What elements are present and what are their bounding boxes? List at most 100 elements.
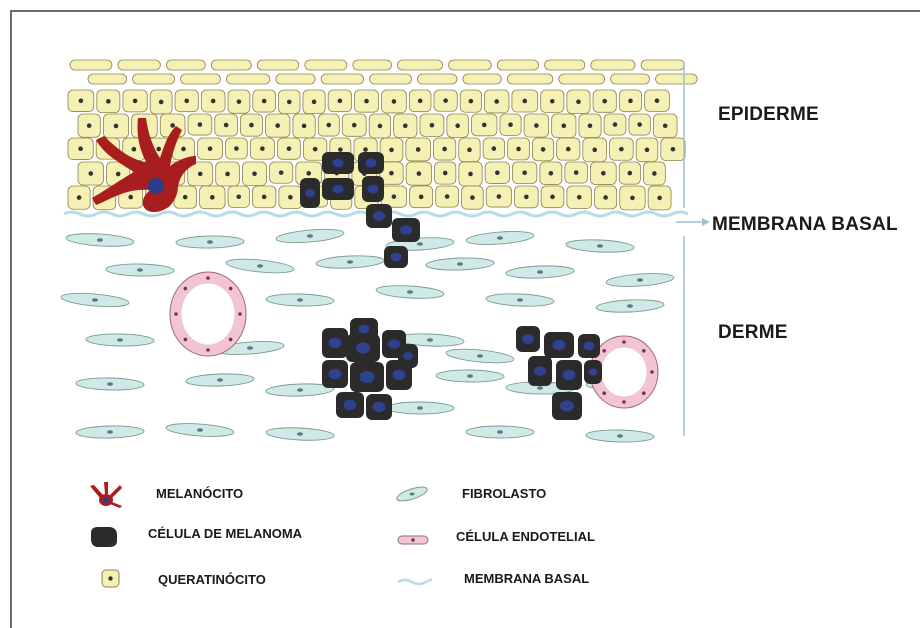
melanoma-cell-icon: [88, 524, 120, 550]
keratinocyte-flat: [591, 60, 635, 70]
fibroblast-icon: [394, 484, 430, 504]
melanoma-nucleus: [344, 400, 357, 410]
keratinocyte-nucleus: [534, 123, 539, 128]
keratinocyte-nucleus: [312, 100, 317, 105]
endothelial-nucleus: [622, 340, 626, 344]
melanoma-nucleus: [560, 400, 574, 411]
endothelial-nucleus: [229, 338, 233, 342]
keratinocyte-nucleus: [430, 123, 435, 128]
fibroblast-nucleus: [97, 238, 103, 242]
melanoma-nucleus: [400, 225, 412, 235]
keratinocyte-nucleus: [574, 170, 579, 175]
layer-brackets: [676, 62, 710, 436]
keratinocyte-nucleus: [508, 122, 513, 127]
keratinocyte-nucleus: [224, 123, 229, 128]
keratinocyte-nucleus: [132, 147, 137, 152]
endothelial-nucleus: [206, 348, 210, 352]
fibroblast-nucleus: [407, 290, 413, 294]
keratinocyte-nucleus: [87, 123, 92, 128]
keratinocyte-nucleus: [338, 147, 343, 152]
keratinocyte-nucleus: [549, 171, 554, 176]
keratinocyte-flat: [463, 74, 501, 84]
keratinocyte-flat: [166, 60, 205, 70]
keratinocyte-nucleus: [494, 99, 499, 104]
keratinocyte-nucleus: [541, 147, 546, 152]
melanoma-nucleus: [373, 402, 386, 412]
fibroblast-nucleus: [497, 430, 503, 434]
fibroblast-nucleus: [537, 270, 543, 274]
melanoma-nucleus: [388, 339, 400, 349]
endothelial-nucleus: [622, 400, 626, 404]
melanoma-nucleus: [368, 185, 379, 194]
melanoma-nucleus: [333, 159, 344, 168]
keratinocyte-nucleus: [262, 195, 267, 200]
keratinocyte-nucleus: [603, 195, 608, 200]
keratinocyte-nucleus: [416, 147, 421, 152]
keratinocyte-nucleus: [275, 123, 280, 128]
keratinocyte-nucleus: [106, 99, 111, 104]
keratinocyte-nucleus: [601, 171, 606, 176]
endothelial-nucleus: [184, 338, 188, 342]
endothelial-nucleus: [206, 276, 210, 280]
keratinocyte-nucleus: [392, 194, 397, 199]
keratinocyte-nucleus: [652, 171, 657, 176]
melanoma-nucleus: [359, 325, 370, 334]
keratinocyte-nucleus: [588, 123, 593, 128]
keratinocyte-nucleus: [495, 170, 500, 175]
fibroblast-nucleus: [297, 298, 303, 302]
melanoma-nucleus: [360, 371, 375, 383]
melanoma-nucleus: [305, 189, 315, 197]
melanoma-nucleus: [403, 352, 413, 360]
keratinocyte-nucleus: [392, 99, 397, 104]
keratinocyte-flat: [321, 74, 363, 84]
keratinocyte-nucleus: [208, 146, 213, 151]
keratinocyte-flat: [370, 74, 412, 84]
keratinocyte-flat: [641, 60, 684, 70]
keratinocyte-nucleus: [628, 171, 633, 176]
keratinocyte-nucleus: [170, 123, 175, 128]
keratinocyte-nucleus: [576, 99, 581, 104]
keratinocyte-nucleus: [181, 147, 186, 152]
melanoma-nucleus: [329, 338, 342, 348]
keratinocyte-nucleus: [338, 99, 343, 104]
keratinocyte-nucleus: [417, 171, 422, 176]
keratinocyte-nucleus: [628, 99, 633, 104]
keratinocyte-flat: [70, 60, 112, 70]
keratinocyte-flat: [507, 74, 553, 84]
keratinocyte-flat: [497, 60, 538, 70]
keratinocyte-nucleus: [566, 147, 571, 152]
fibroblast-nucleus: [107, 382, 113, 386]
keratinocyte-nucleus: [443, 98, 448, 103]
legend-fibrolasto: FIBROLASTO: [462, 486, 546, 501]
keratinocyte-flat: [398, 60, 443, 70]
keratinocyte-nucleus: [77, 195, 82, 200]
basement-membrane-icon: [396, 574, 432, 588]
keratinocyte-nucleus: [455, 123, 460, 128]
keratinocyte-nucleus: [78, 146, 83, 151]
keratinocyte-nucleus: [210, 195, 215, 200]
fibroblast-nucleus: [297, 432, 303, 436]
keratinocyte-nucleus: [657, 196, 662, 201]
keratinocyte-nucleus: [198, 172, 203, 177]
endothelial-nucleus: [174, 312, 178, 316]
keratinocyte-flat: [226, 74, 269, 84]
keratinocyte-nucleus: [630, 196, 635, 201]
fibroblast-nucleus: [627, 304, 633, 308]
keratinocyte-nucleus: [522, 170, 527, 175]
keratinocyte-flat: [611, 74, 650, 84]
keratinocyte-nucleus: [352, 123, 357, 128]
keratinocyte-nucleus: [467, 148, 472, 153]
keratinocyte-nucleus: [671, 147, 676, 152]
keratinocyte-nucleus: [592, 148, 597, 153]
keratinocyte-nucleus: [663, 123, 668, 128]
keratinocyte-nucleus: [442, 147, 447, 152]
endothelial-nucleus: [229, 287, 233, 291]
keratinocyte-flat: [88, 74, 127, 84]
keratinocyte-nucleus: [287, 100, 292, 105]
keratinocyte-nucleus: [418, 99, 423, 104]
keratinocyte-flat: [559, 74, 605, 84]
fibroblast-nucleus: [467, 374, 473, 378]
fibroblast-nucleus: [417, 406, 423, 410]
derme-label: DERME: [718, 322, 788, 344]
epiderme-label: EPIDERME: [718, 104, 819, 126]
